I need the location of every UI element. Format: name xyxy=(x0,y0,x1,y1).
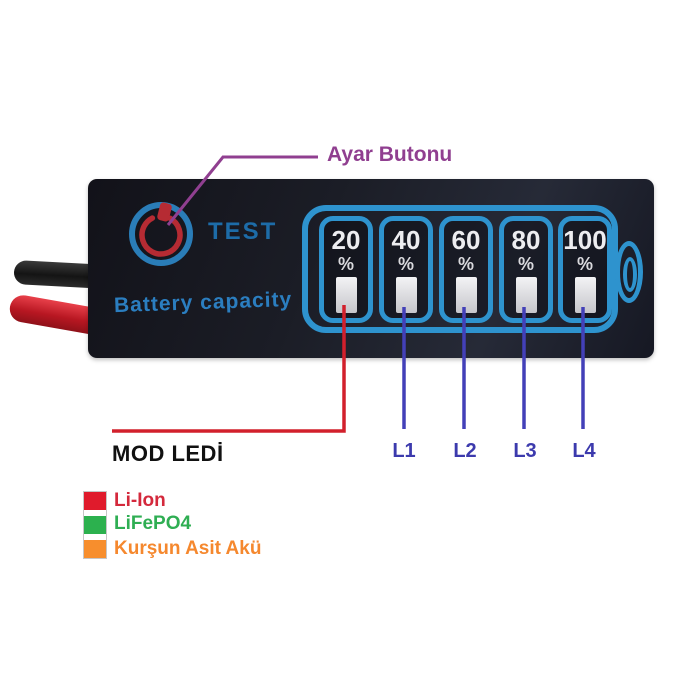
mod-ledi-label: MOD LEDİ xyxy=(112,441,224,466)
legend-swatch-kursun xyxy=(84,540,106,558)
segment-percent: % xyxy=(397,254,414,274)
indicator-board: TEST Battery capacity 20 % 40 % 60 % 80 … xyxy=(88,179,654,358)
segment-percent: % xyxy=(457,254,474,274)
test-label: TEST xyxy=(208,218,278,245)
segment-percent: % xyxy=(576,254,593,274)
legend-swatch-lifepo4 xyxy=(84,516,106,534)
gauge-segment-100: 100 % xyxy=(558,216,612,323)
led-label-l4: L4 xyxy=(572,440,596,462)
legend-label-kursun: Kurşun Asit Akü xyxy=(114,538,262,559)
legend-swatch-column xyxy=(83,491,107,559)
legend-label-li-ion: Li-Ion xyxy=(114,490,166,511)
segment-value: 80 xyxy=(511,225,541,255)
led-window-l3 xyxy=(515,277,537,313)
power-button-icon xyxy=(129,202,193,266)
legend-label-lifepo4: LiFePO4 xyxy=(114,513,192,534)
segment-percent: % xyxy=(337,254,354,274)
battery-terminal-icon xyxy=(615,241,643,303)
led-label-l1: L1 xyxy=(392,440,416,462)
battery-terminal-inner-icon xyxy=(623,257,637,292)
segment-value: 100 xyxy=(563,225,607,255)
led-label-l3: L3 xyxy=(513,440,537,462)
battery-capacity-label: Battery capacity xyxy=(113,287,293,318)
segment-value: 20 xyxy=(331,225,361,255)
legend-swatch-li-ion xyxy=(84,492,106,510)
gauge-segment-20: 20 % xyxy=(319,216,373,323)
segment-percent: % xyxy=(517,254,534,274)
segment-value: 60 xyxy=(451,225,481,255)
led-label-l2: L2 xyxy=(453,440,477,462)
mode-led-window xyxy=(335,277,357,313)
gauge-segment-40: 40 % xyxy=(379,216,433,323)
gauge-segment-80: 80 % xyxy=(499,216,553,323)
gauge-segment-60: 60 % xyxy=(439,216,493,323)
led-window-l2 xyxy=(455,277,477,313)
ayar-butonu-label: Ayar Butonu xyxy=(327,143,453,166)
segment-value: 40 xyxy=(391,225,421,255)
led-window-l4 xyxy=(574,277,596,313)
led-window-l1 xyxy=(395,277,417,313)
